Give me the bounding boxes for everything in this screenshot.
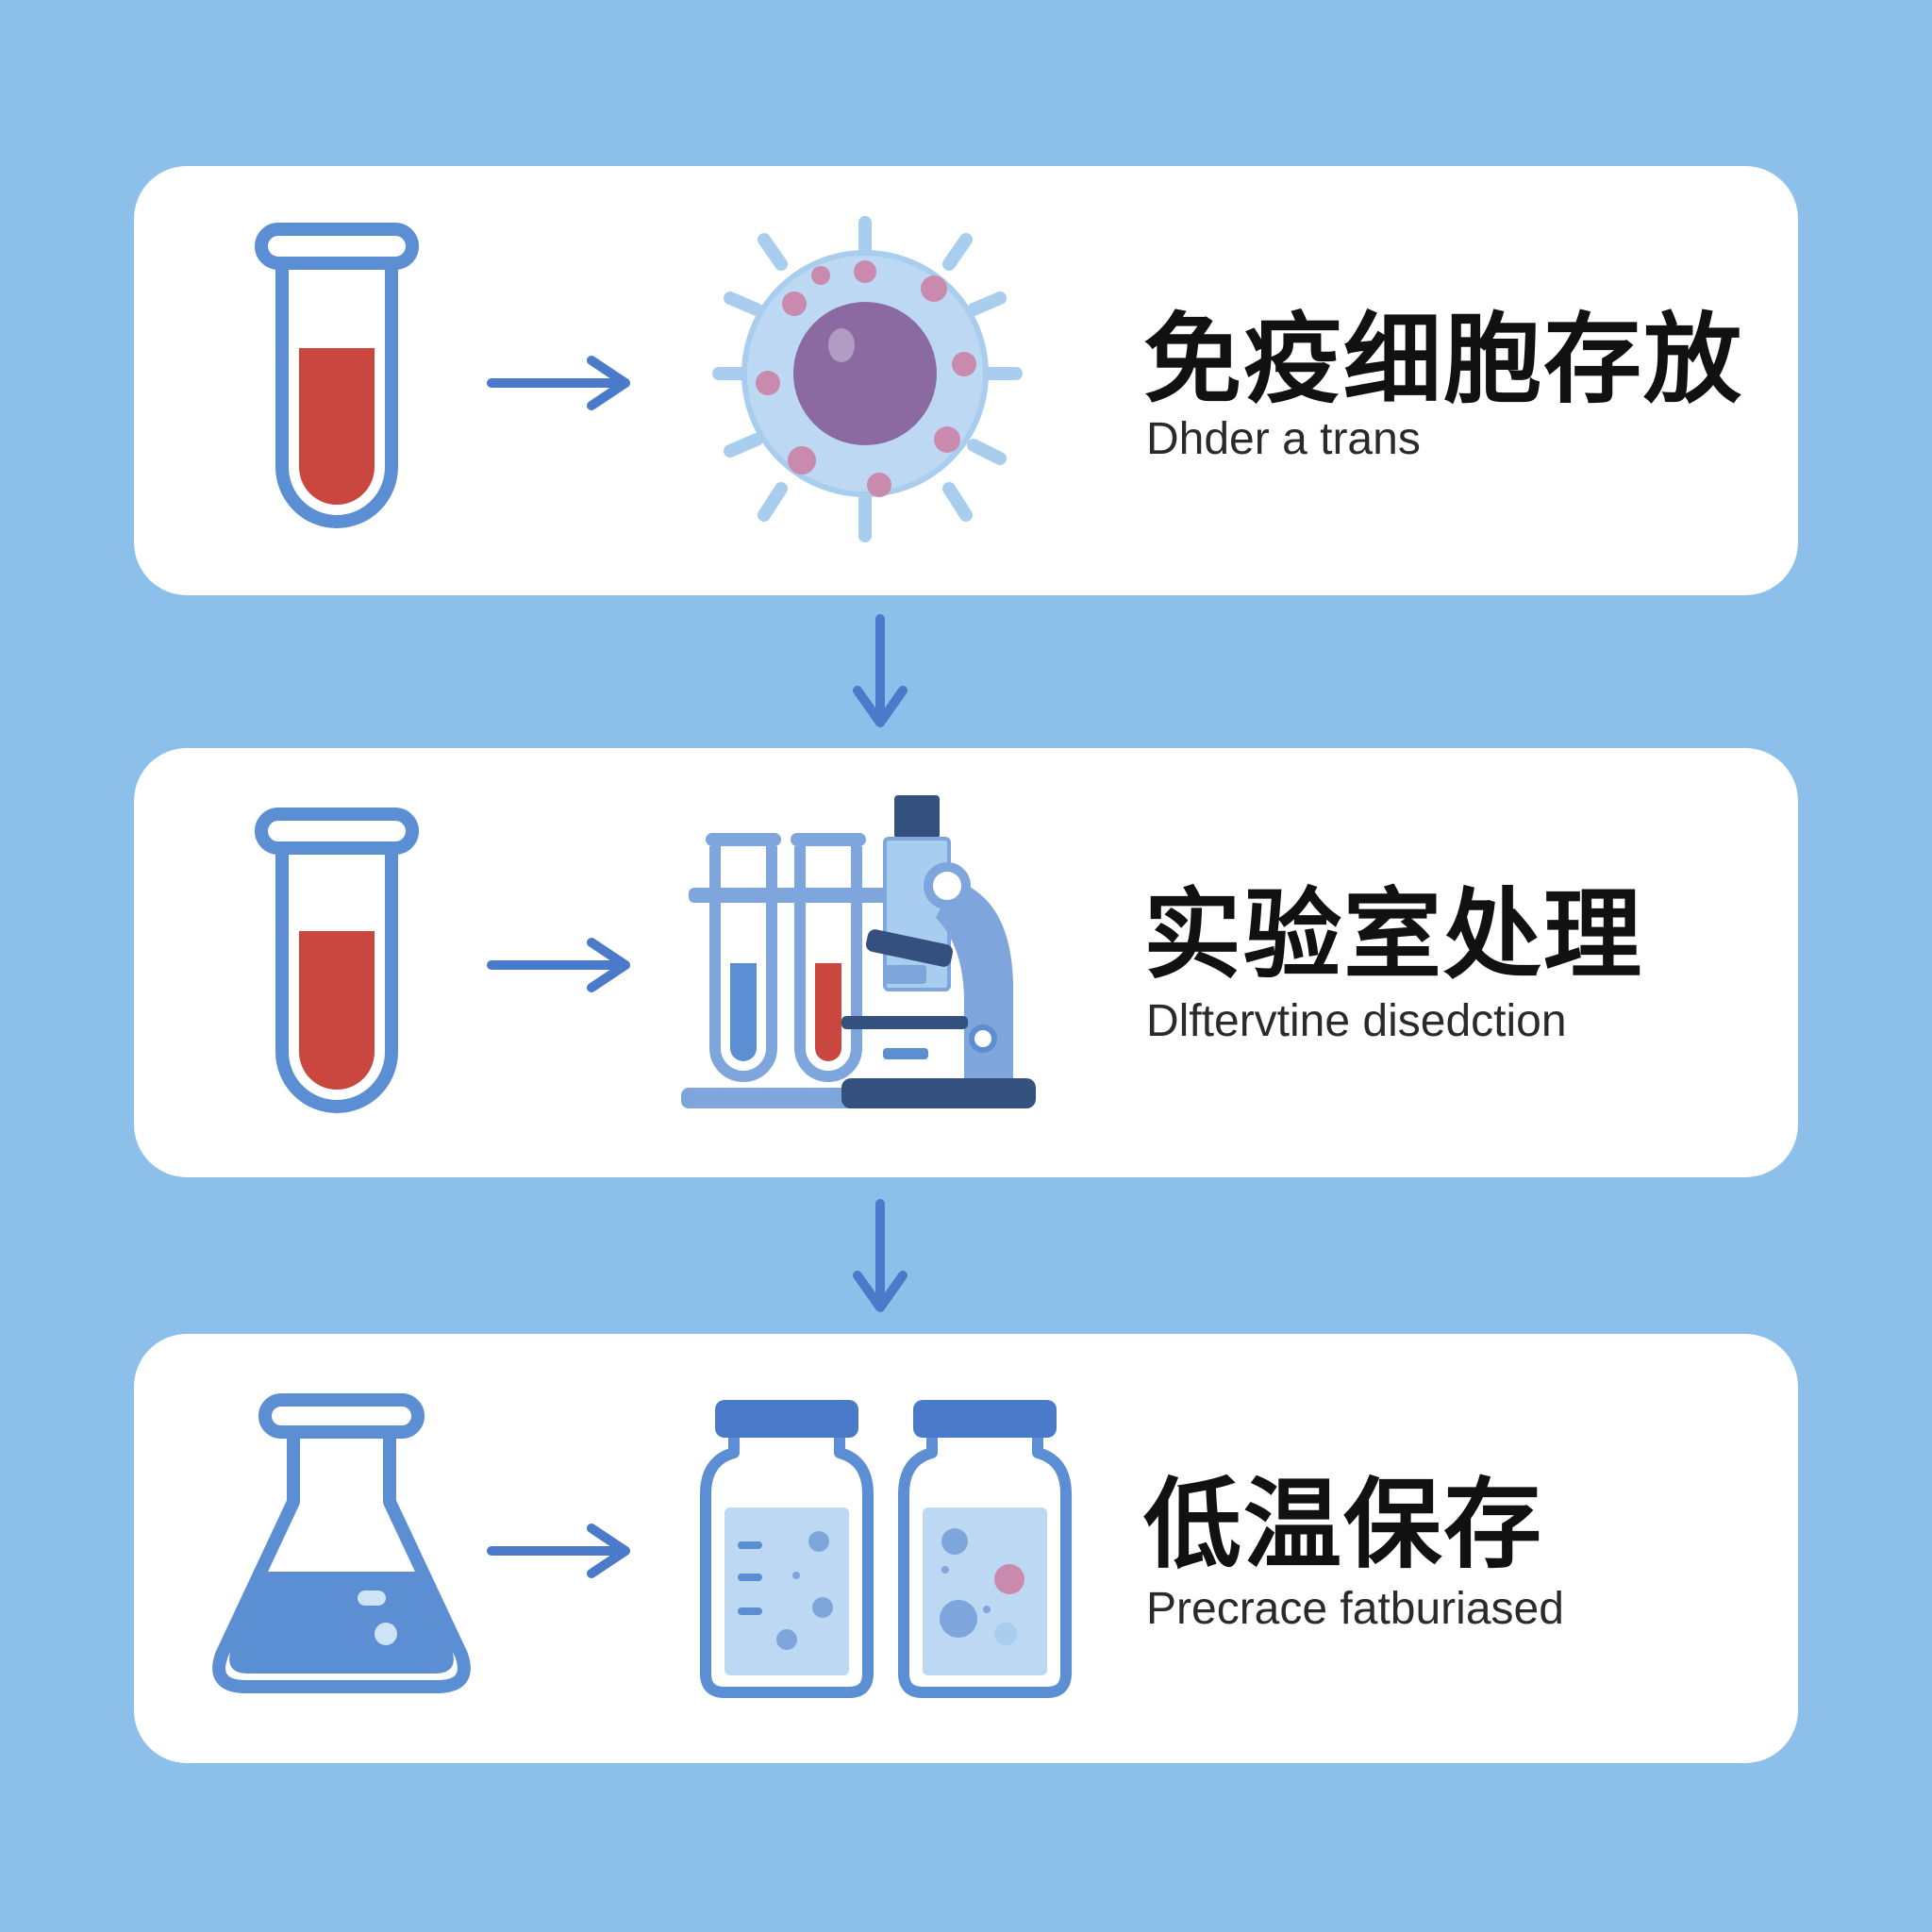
arrow-down-icon <box>853 614 908 727</box>
blood-test-tube-icon <box>255 223 419 528</box>
step-subtitle-3: Precrace fatburiased <box>1146 1584 1564 1634</box>
step-title-1: 免疫细胞存放 <box>1143 302 1744 417</box>
erlenmeyer-flask-icon <box>212 1393 471 1693</box>
arrow-right-icon <box>487 1524 630 1578</box>
step-title-2: 实验室处理 <box>1143 877 1644 992</box>
step-title-3: 低温保存 <box>1143 1467 1544 1582</box>
storage-jars-icon <box>700 1400 1072 1698</box>
step-card-3: 低温保存 Precrace fatburiased <box>134 1334 1798 1763</box>
arrow-down-icon <box>853 1199 908 1312</box>
test-tubes-and-microscope-icon <box>681 795 1036 1108</box>
arrow-right-icon <box>487 356 630 410</box>
step-card-1: 免疫细胞存放 Dhder a trans <box>134 166 1798 595</box>
step-subtitle-1: Dhder a trans <box>1146 414 1421 464</box>
immune-cell-icon <box>712 216 1023 542</box>
blood-test-tube-icon <box>255 808 419 1113</box>
step-subtitle-2: Dlftervtine disedction <box>1146 996 1567 1046</box>
step-card-2: 实验室处理 Dlftervtine disedction <box>134 748 1798 1177</box>
arrow-right-icon <box>487 938 630 992</box>
